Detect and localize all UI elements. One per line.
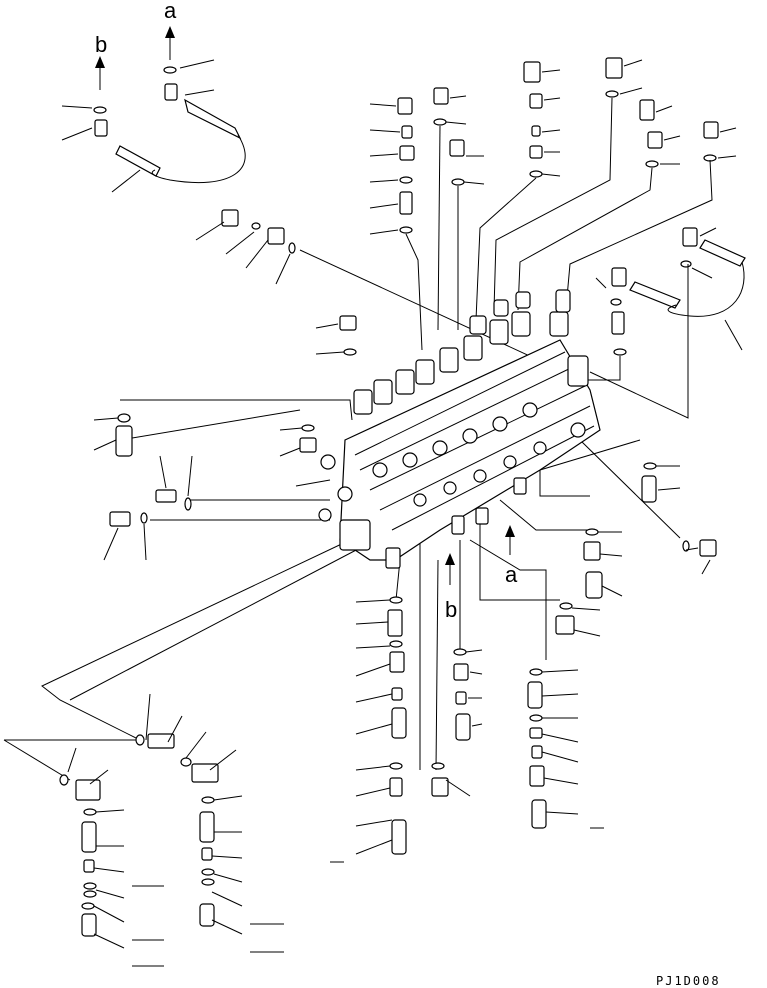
leader-lines — [3, 97, 713, 781]
arrow-a-top-label: a — [164, 0, 177, 23]
arrow-a-bottom: a — [505, 525, 518, 587]
drawing-code: PJ1D008 — [656, 974, 721, 988]
arrow-a-top: a — [164, 0, 177, 60]
fittings-left-side — [93, 209, 357, 561]
control-valve-block — [318, 289, 601, 569]
fittings-bottom-left — [59, 693, 284, 967]
fittings-center-bottom — [330, 596, 407, 863]
hose-assembly-right — [595, 227, 746, 356]
hose-assembly-top-left — [61, 59, 246, 193]
fittings-top-columns — [369, 57, 737, 235]
arrow-b-top-label: b — [95, 32, 107, 57]
arrow-b-bottom-label: b — [445, 597, 457, 622]
fittings-right-lower — [527, 462, 717, 829]
fittings-center-right — [431, 648, 483, 797]
arrow-a-bottom-label: a — [505, 562, 518, 587]
arrow-b-bottom: b — [445, 553, 457, 622]
arrow-b-top: b — [95, 32, 107, 90]
